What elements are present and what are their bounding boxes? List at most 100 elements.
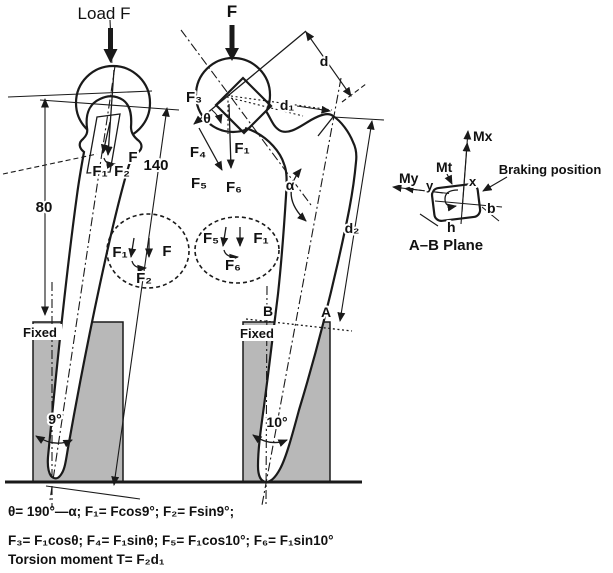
femur-cut-plane-square (214, 76, 273, 135)
braking-pointer-arrow (482, 176, 508, 192)
implant-force-f1-label: F₁ (92, 163, 107, 180)
left-inset-f1-label: F₁ (112, 244, 127, 261)
femur-f4-label: F₄ (190, 144, 206, 161)
left-inset-ellipse (106, 213, 190, 289)
dim-80-label: 80 (36, 199, 53, 216)
left-fixed-label: Fixed (23, 325, 57, 340)
femur-theta-label: θ (203, 110, 211, 126)
x-axis-label: x (469, 174, 477, 189)
dim-d2-line (337, 120, 375, 322)
centerlines (49, 19, 342, 508)
equations-block: θ= 190°—α; F₁= Fcos9°; F₂= Fsin9°; F₃= F… (8, 504, 334, 567)
fixed-labels: Fixed Fixed (19, 323, 279, 343)
left-inset-arrow-f2 (131, 260, 147, 273)
right-inset-arrow-f5 (220, 226, 229, 247)
vector-f2-hook (103, 157, 116, 169)
section-plane-dotted-line (245, 318, 353, 332)
femur-neck-axis (180, 29, 312, 206)
angle-theta-arrow (211, 109, 223, 124)
text-labels: Load F F F F₁ F₂ 80 140 9° F₃ θ F₄ F₁ F₅… (34, 0, 604, 432)
dim-140-label: 140 (143, 157, 168, 174)
left-inset-f-label: F (162, 243, 171, 260)
dim-d1-label: d₁ (280, 97, 295, 113)
femur-alpha-label: α (286, 177, 295, 193)
my-label: My (399, 170, 419, 186)
femur-f1-label: F₁ (234, 140, 249, 157)
load-f-label: Load F (78, 4, 131, 23)
equation-line-1: θ= 190°—α; F₁= Fcos9°; F₂= Fsin9°; (8, 504, 234, 519)
left-fixed-box (19, 324, 62, 340)
point-a-label: A (321, 304, 331, 320)
right-vertical-reference (265, 285, 268, 506)
dimension-lines (2, 31, 385, 500)
dim-140-line (111, 107, 170, 486)
vector-f1-left (100, 121, 111, 154)
angle-marks (35, 109, 307, 448)
load-f-arrow-left (103, 28, 118, 63)
vector-f (104, 69, 115, 156)
head-center-ray-upper (230, 95, 333, 111)
left-dashed-pointer (2, 153, 98, 175)
mx-axis-second-head (461, 142, 471, 213)
angle-10-arc (252, 434, 288, 447)
left-inset-f2-label: F₂ (136, 270, 152, 287)
section-tick-right (481, 206, 500, 222)
angle-alpha-arc (290, 168, 307, 222)
section-rect (430, 183, 482, 222)
left-inset-arrow-f1 (128, 237, 137, 258)
right-fixed-label: Fixed (240, 326, 274, 341)
dim-d2-label: d₂ (345, 220, 360, 236)
decomposition-insets (106, 213, 280, 289)
right-inset-f6-label: F₆ (225, 257, 241, 274)
ab-plane-label: A–B Plane (409, 237, 483, 254)
vector-f1-middle (226, 103, 235, 169)
right-inset-arrow-f6 (223, 249, 239, 262)
f-label-top: F (227, 2, 237, 21)
dotted-lines (227, 95, 353, 332)
right-inset-ellipse (194, 216, 280, 284)
force-vectors (100, 30, 307, 171)
section-mid-line (434, 200, 503, 208)
femur-f5-label: F₅ (191, 175, 207, 192)
head-center-ray-lower (230, 97, 304, 117)
dim-d1-line (296, 105, 331, 114)
right-fixed-box (236, 325, 279, 341)
mx-label: Mx (473, 128, 493, 144)
tilted-tip-line (45, 485, 141, 500)
mt-pointer-arrow (444, 171, 453, 185)
horizontal-reference-line (7, 90, 153, 98)
mt-label: Mt (436, 159, 453, 175)
dim-d-dashed-reference (341, 83, 367, 103)
dim-d-line (305, 31, 352, 97)
femur-f3-label: F₃ (186, 89, 202, 106)
right-inset-f1-label: F₁ (253, 230, 268, 247)
equation-line-3: Torsion moment T= F₂d₁ (8, 552, 165, 567)
angle-10-label: 10° (266, 414, 287, 430)
implant-force-f2-label: F₂ (114, 163, 130, 180)
implant-stem-axis (49, 65, 116, 501)
y-axis-label: y (426, 178, 434, 193)
section-tick-left (419, 213, 439, 227)
load-arrows (103, 25, 239, 63)
dim-d-label: d (320, 53, 329, 69)
equation-line-2: F₃= F₁cosθ; F₄= F₁sinθ; F₅= F₁cos10°; F₆… (8, 533, 334, 548)
femur-f6-label: F₆ (226, 179, 242, 196)
femur-shaft-axis (261, 77, 342, 506)
vector-f4 (193, 30, 307, 125)
braking-position-label: Braking position (499, 162, 602, 177)
angle-9-label: 9° (48, 411, 61, 427)
section-inset (392, 130, 508, 227)
mt-torsion-curl (444, 189, 459, 212)
h-label: h (447, 219, 456, 235)
angle-9-arc (35, 435, 73, 448)
load-f-arrow-middle (225, 25, 239, 61)
b-label: b (487, 200, 496, 216)
trochanter-fossa-line (317, 116, 334, 137)
point-b-label: B (263, 303, 273, 319)
dim-d2-reference (332, 116, 385, 121)
implant-force-f-label: F (128, 149, 137, 166)
right-inset-f5-label: F₅ (203, 230, 219, 247)
my-axis-second-head (404, 185, 450, 195)
